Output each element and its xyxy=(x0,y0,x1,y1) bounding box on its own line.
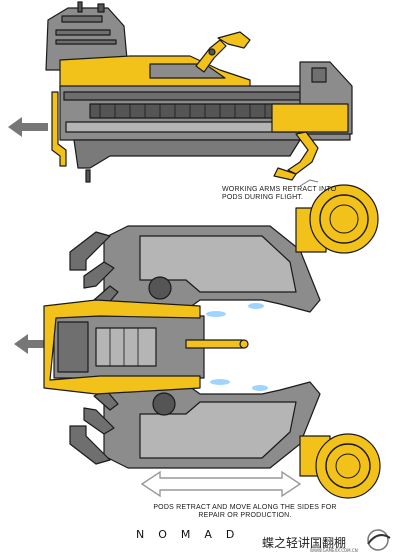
side-working-arm-lower xyxy=(273,131,319,181)
side-lower-keel xyxy=(73,139,301,169)
side-yellow-rail xyxy=(51,91,67,167)
side-view-direction-arrow xyxy=(8,117,48,137)
top-view xyxy=(14,184,381,499)
watermark-url: WWW.GAMEXX.COM.CN xyxy=(310,548,358,553)
top-upper-production-pod xyxy=(295,184,379,254)
ship-title: NOMAD xyxy=(136,528,249,541)
pod-movement-arrow xyxy=(140,470,302,498)
top-glow-thrusters xyxy=(206,303,268,391)
watermark-text: 蝶之轻讲国翻棚 xyxy=(262,536,347,550)
arms-annotation: Working arms retract into pods during fl… xyxy=(222,186,337,202)
side-working-arm-upper xyxy=(195,31,251,73)
top-forward-probe xyxy=(185,339,243,349)
watermark-emblem xyxy=(367,529,391,551)
pods-annotation: Pods retract and move along the sides fo… xyxy=(153,504,337,520)
side-bridge-tower xyxy=(45,7,129,71)
top-view-direction-arrow xyxy=(14,334,48,354)
side-view xyxy=(8,1,353,183)
top-yellow-frame xyxy=(43,299,201,395)
top-lower-claws xyxy=(69,389,119,465)
top-lower-production-pod xyxy=(299,433,381,499)
